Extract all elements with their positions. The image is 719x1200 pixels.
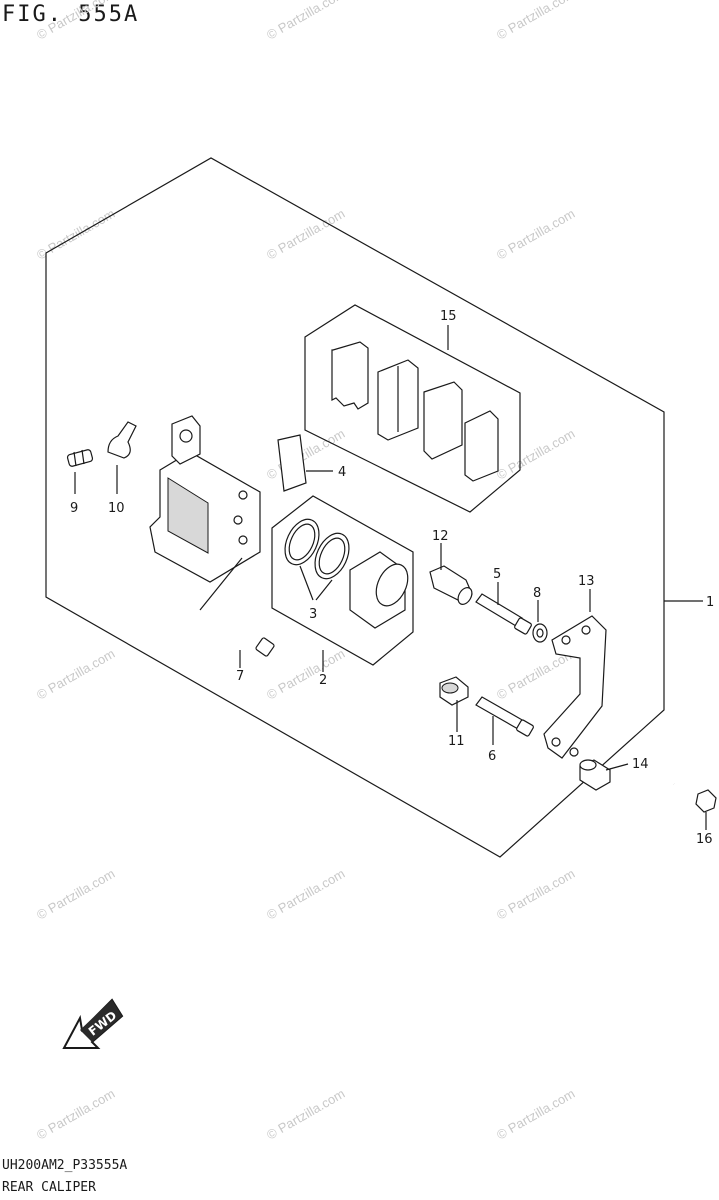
callout-7: 7 xyxy=(236,669,244,684)
callout-11: 11 xyxy=(448,734,465,749)
piston-seal-inner xyxy=(314,532,350,580)
slide-sleeve-upper xyxy=(475,593,532,635)
piston xyxy=(349,551,409,629)
callout-6: 6 xyxy=(488,749,496,764)
mounting-bolt xyxy=(673,782,717,813)
callout-13: 13 xyxy=(578,574,595,589)
caliper-bolt-hole xyxy=(238,490,248,500)
watermark: © Partzilla.com xyxy=(494,866,577,923)
bleeder-cap xyxy=(107,421,137,459)
caliper-bolt-hole xyxy=(238,535,248,545)
bracket-collar xyxy=(579,759,611,791)
callout-8: 8 xyxy=(533,586,541,601)
figure-title: FIG. 555A xyxy=(2,2,140,27)
caliper-bolt-hole xyxy=(233,515,243,525)
pin-boot-lower xyxy=(439,676,469,706)
brake-pad-outer xyxy=(423,381,463,460)
caliper-pin xyxy=(209,609,275,657)
watermark: © Partzilla.com xyxy=(494,0,577,43)
caliper-bracket-top xyxy=(171,415,201,465)
callout-3: 3 xyxy=(309,607,317,622)
watermark: © Partzilla.com xyxy=(494,1086,577,1143)
watermark: © Partzilla.com xyxy=(34,866,117,923)
callout-12: 12 xyxy=(432,529,449,544)
bleeder-screw xyxy=(66,449,94,467)
pin-boot-upper xyxy=(429,565,473,605)
washer xyxy=(532,623,548,643)
watermark: © Partzilla.com xyxy=(34,1086,117,1143)
callout-15: 15 xyxy=(440,309,457,324)
watermark: © Partzilla.com xyxy=(264,1086,347,1143)
pad-shim-outer xyxy=(331,341,369,410)
callout-14: 14 xyxy=(632,757,649,772)
brake-pad-set xyxy=(331,341,499,482)
fwd-direction-arrow: FWD xyxy=(62,998,124,1049)
watermark: © Partzilla.com xyxy=(264,646,347,703)
watermark: © Partzilla.com xyxy=(264,206,347,263)
pad-shim-inner xyxy=(464,410,499,482)
figure-code: UH200AM2_P33555A xyxy=(2,1158,128,1173)
callout-9: 9 xyxy=(70,501,78,516)
callout-16: 16 xyxy=(696,832,713,847)
watermark: © Partzilla.com xyxy=(34,646,117,703)
caliper-face xyxy=(167,477,209,554)
leader-lines xyxy=(74,325,707,830)
callout-1: 1 xyxy=(706,595,714,610)
slide-sleeve-lower xyxy=(475,696,534,737)
caliper-body xyxy=(149,415,261,583)
watermark: © Partzilla.com xyxy=(34,0,117,43)
callout-5: 5 xyxy=(493,567,501,582)
caliper-bracket xyxy=(543,615,607,759)
watermark: © Partzilla.com xyxy=(264,0,347,43)
watermark: © Partzilla.com xyxy=(264,426,347,483)
piston-kit-outline xyxy=(271,495,414,666)
callout-4: 4 xyxy=(338,465,346,480)
pad-set-outline xyxy=(304,304,521,513)
piston-seal-outer xyxy=(284,518,320,566)
watermark: © Partzilla.com xyxy=(264,866,347,923)
callout-2: 2 xyxy=(319,673,327,688)
watermark: © Partzilla.com xyxy=(494,426,577,483)
watermark: © Partzilla.com xyxy=(494,206,577,263)
piston-seal-outer-inner xyxy=(288,523,316,561)
assembly-outline xyxy=(45,157,665,858)
caliper-bolt-hole xyxy=(179,429,193,443)
piston-seal-inner-inner xyxy=(318,537,346,575)
pad-spring xyxy=(277,434,307,492)
callout-10: 10 xyxy=(108,501,125,516)
figure-name: REAR CALIPER xyxy=(2,1180,96,1195)
washer-hole xyxy=(536,628,544,638)
assembly-arrow xyxy=(199,557,243,611)
